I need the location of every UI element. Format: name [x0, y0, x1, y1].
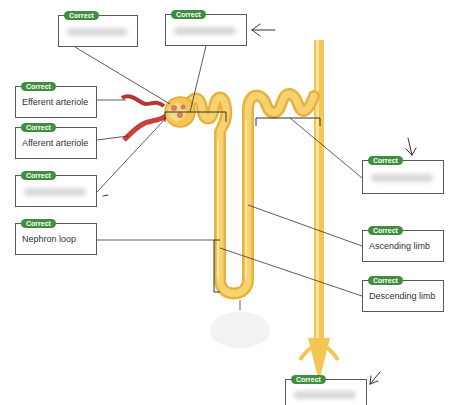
leader-line: [75, 46, 362, 310]
label-box: Correct: [58, 15, 138, 47]
status-tag: Correct: [368, 226, 403, 235]
status-tag: Correct: [368, 156, 403, 165]
label-box: Correct: [15, 175, 97, 207]
status-tag: Correct: [21, 171, 56, 180]
status-tag: Correct: [368, 276, 403, 285]
answer-label: Ascending limb: [369, 241, 439, 252]
status-tag: Correct: [64, 11, 99, 20]
status-tag: Correct: [21, 219, 56, 228]
collecting-duct: [300, 40, 338, 382]
answer-label: Afferent arteriole: [22, 138, 92, 149]
answer-label: Nephron loop: [22, 234, 92, 245]
nephron-tubule: [186, 94, 314, 294]
smudge: [210, 312, 270, 348]
answer-label: Descending limb: [369, 291, 439, 302]
blurred-answer: [24, 188, 86, 196]
pen-mark: [103, 24, 416, 384]
label-box: Correct: [165, 14, 247, 46]
label-box: CorrectAfferent arteriole: [15, 127, 97, 159]
label-box: CorrectEfferent arteriole: [15, 86, 97, 118]
bracket: [165, 112, 320, 292]
status-tag: Correct: [171, 10, 206, 19]
blurred-answer: [371, 174, 433, 182]
blurred-answer: [67, 28, 127, 36]
label-box: CorrectNephron loop: [15, 223, 97, 255]
status-tag: Correct: [21, 123, 56, 132]
label-box: Correct: [362, 160, 444, 194]
label-box: CorrectAscending limb: [362, 230, 444, 262]
label-box: Correct: [285, 379, 367, 405]
glomerulus: [122, 96, 195, 140]
blurred-answer: [174, 27, 236, 35]
answer-label: Efferent arteriole: [22, 97, 92, 108]
label-box: CorrectDescending limb: [362, 280, 444, 312]
blurred-answer: [294, 391, 356, 399]
status-tag: Correct: [291, 375, 326, 384]
status-tag: Correct: [21, 82, 56, 91]
